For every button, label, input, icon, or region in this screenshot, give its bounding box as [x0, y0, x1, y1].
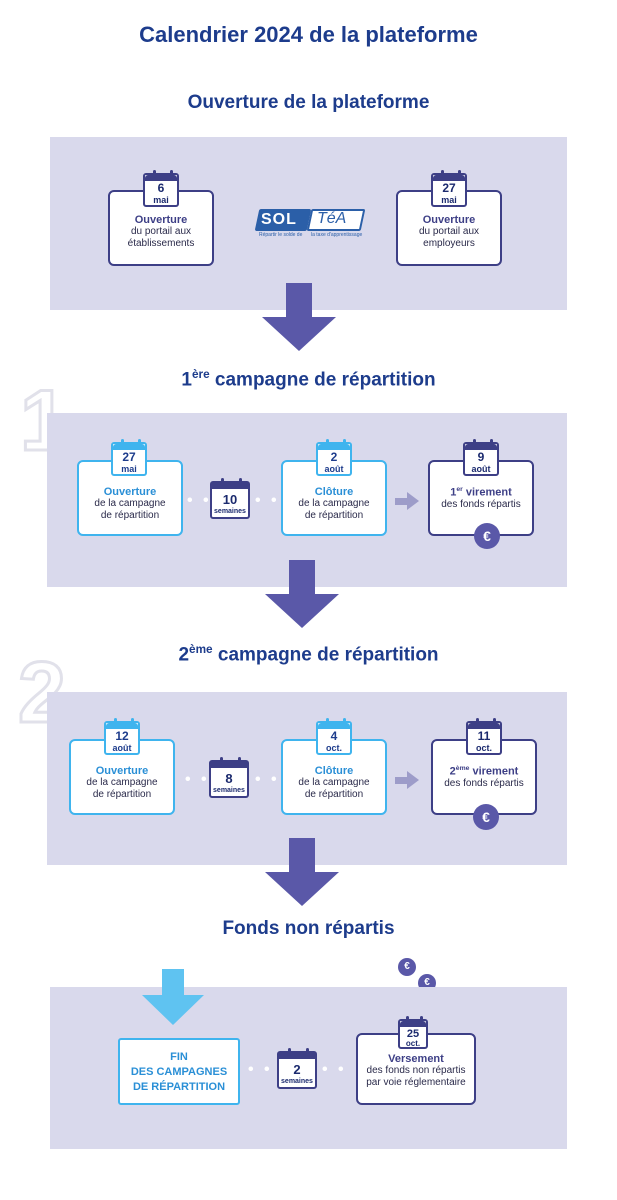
campaign1-band: Ouverture de la campagne de répartition … [47, 413, 567, 587]
logo-text: SOL [261, 211, 297, 228]
calendar-icon: 4 oct. [316, 718, 352, 755]
arrow-down-icon [265, 560, 339, 628]
card-heading: Versement [388, 1053, 444, 1065]
calendar-icon: 9 août [463, 439, 499, 476]
calendar-day: 11 [477, 729, 491, 743]
dots-separator: • • [185, 771, 210, 788]
campaign2-band: Ouverture de la campagne de répartition … [47, 692, 567, 865]
card-text: de répartition [304, 789, 364, 800]
arrow-right-icon [395, 492, 419, 510]
calendar-icon: 6 mai [143, 170, 179, 207]
card-heading: Ouverture [95, 765, 149, 777]
card-heading: Ouverture [422, 214, 476, 226]
calendar-month: oct. [325, 743, 342, 753]
card-text: du portail aux [418, 226, 480, 237]
card-text: des fonds répartis [444, 777, 524, 789]
card-text: établissements [127, 238, 195, 249]
logo-text: TéA [317, 210, 347, 227]
card-heading: 1er virement [450, 486, 512, 499]
calendar-day: 27 [442, 181, 456, 195]
card-text: du portail aux [130, 226, 192, 237]
calendar-day: 12 [115, 729, 129, 743]
dots-separator: • • [255, 492, 280, 509]
duration-unit: semaines [213, 787, 245, 794]
card-text: de répartition [92, 789, 152, 800]
duration-number: 2 [293, 1062, 301, 1077]
dots-separator: • • [187, 492, 212, 509]
campaign2-open-card: Ouverture de la campagne de répartition [69, 739, 175, 815]
soltea-logo: SOL TéA Répartir le solde de la taxe d'a… [254, 209, 366, 239]
logo-tagline: la taxe d'apprentissage [311, 232, 363, 238]
calendar-day: 4 [330, 729, 338, 743]
arrow-down-icon [262, 283, 336, 351]
card-heading: Clôture [314, 486, 354, 498]
calendar-day: 9 [477, 450, 485, 464]
card-text: de la campagne [298, 777, 370, 788]
dots-separator: • • [255, 771, 280, 788]
arrow-down-icon [265, 838, 339, 906]
unallocated-band: FIN DES CAMPAGNES DE RÉPARTITION • • 2 s… [50, 969, 567, 1149]
card-heading: Clôture [314, 765, 354, 777]
card-heading: Ouverture [134, 214, 188, 226]
page-title: Calendrier 2024 de la plateforme [139, 22, 478, 47]
campaign2-title: 2ème campagne de répartition [178, 643, 439, 666]
duration-unit: semaines [214, 508, 246, 515]
unallocated-title: Fonds non répartis [222, 918, 395, 939]
dots-separator: • • [248, 1061, 273, 1078]
card-text: de la campagne [298, 498, 370, 509]
card-text: de la campagne [94, 498, 166, 509]
logo-tagline: Répartir le solde de [259, 232, 303, 238]
card-text: des fonds non répartis [366, 1065, 466, 1076]
card-text: par voie réglementaire [366, 1077, 466, 1088]
calendar-day: 6 [157, 181, 165, 195]
calendar-month: août [112, 743, 132, 753]
calendar-month: mai [153, 195, 169, 205]
calendar-month: mai [121, 464, 137, 474]
card-text: de la campagne [86, 777, 158, 788]
euro-coin-icon: € [474, 523, 500, 549]
calendar-day: 27 [122, 450, 136, 464]
calendar-day: 2 [330, 450, 338, 464]
arrow-down-icon [142, 969, 204, 1025]
calendar-icon: 25 oct. [398, 1016, 428, 1049]
card-text: des fonds répartis [441, 498, 521, 510]
duration-calendar-icon: 10 semaines [210, 478, 250, 519]
dots-separator: • • [322, 1061, 347, 1078]
campaigns-end-card: FIN DES CAMPAGNES DE RÉPARTITION [118, 1038, 240, 1105]
duration-calendar-icon: 2 semaines [277, 1048, 317, 1089]
card-heading: Ouverture [103, 486, 157, 498]
card-text: de répartition [304, 510, 364, 521]
opening-band: Ouverture du portail aux établissements … [50, 137, 567, 310]
campaign1-title: 1ère campagne de répartition [181, 368, 436, 391]
duration-unit: semaines [281, 1078, 313, 1085]
duration-number: 8 [225, 771, 233, 786]
calendar-icon: 11 oct. [466, 718, 502, 755]
calendar-icon: 12 août [104, 718, 140, 755]
calendar-icon: 27 mai [431, 170, 467, 207]
euro-coin-icon: € [473, 804, 499, 830]
card-heading: DES CAMPAGNES [130, 1066, 228, 1078]
campaign2-close-card: Clôture de la campagne de répartition [281, 739, 387, 815]
calendar-icon: 2 août [316, 439, 352, 476]
euro-coin-icon: € [398, 958, 416, 976]
card-text: de répartition [100, 510, 160, 521]
duration-number: 10 [222, 492, 238, 507]
duration-calendar-icon: 8 semaines [209, 757, 249, 798]
opening-title: Ouverture de la plateforme [187, 92, 430, 113]
calendar-month: oct. [475, 743, 492, 753]
card-heading: 2ème virement [449, 765, 519, 778]
card-heading: DE RÉPARTITION [132, 1081, 226, 1093]
calendar-day: 25 [406, 1028, 420, 1040]
card-heading: FIN [170, 1051, 188, 1063]
calendar-month: mai [441, 195, 457, 205]
calendar-icon: 27 mai [111, 439, 147, 476]
calendar-month: oct. [405, 1039, 421, 1048]
arrow-right-icon [395, 771, 419, 789]
calendar-month: août [324, 464, 344, 474]
calendar-month: août [471, 464, 491, 474]
card-text: employeurs [423, 238, 475, 249]
